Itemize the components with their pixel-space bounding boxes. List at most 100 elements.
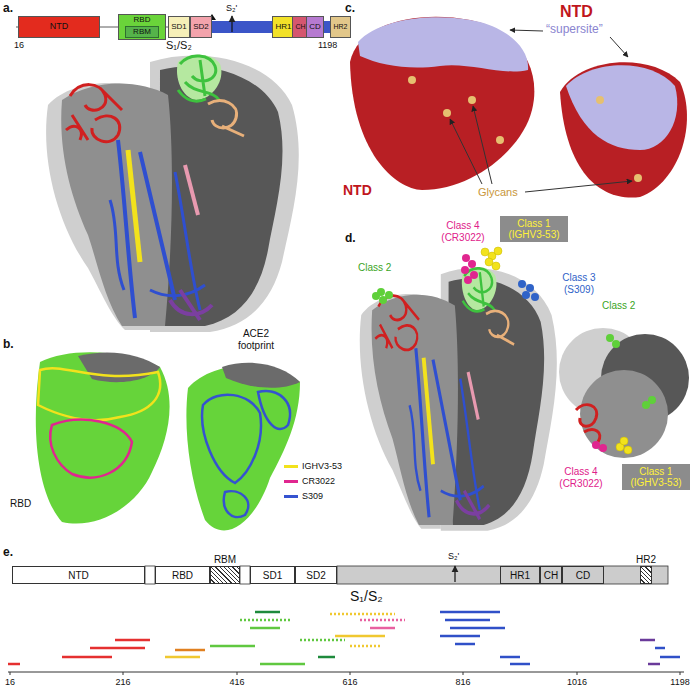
residue-axis (463, 672, 464, 675)
epitope-segments (62, 656, 112, 659)
epitope-segments (455, 643, 475, 646)
ntd-surface (566, 65, 677, 150)
spike-top-view (592, 441, 607, 452)
epitope-spheres (522, 291, 530, 299)
rbd-surface (224, 491, 248, 517)
node-label: CD (309, 23, 321, 32)
domain-bar-backbone (145, 566, 668, 584)
epitope-spheres (372, 288, 393, 304)
class-label: Class 2 (602, 300, 635, 312)
class-label: Class 4 (CR3022) (436, 220, 490, 243)
node-label: SD1 (263, 570, 282, 581)
ntd-surface (350, 17, 534, 190)
epitope-segments (255, 611, 280, 614)
spike-top-view (624, 446, 632, 454)
epitope-spheres (461, 254, 478, 284)
domain-box: HR2 (330, 16, 351, 38)
epitope-segments (90, 647, 145, 650)
rbd-surface (36, 352, 170, 523)
domain-box: RBM (125, 26, 159, 38)
legend-label: CR3022 (302, 477, 335, 487)
epitope-spheres (464, 276, 472, 284)
epitope-spheres (468, 260, 476, 268)
epitope-segments (335, 635, 385, 638)
node-label: NTD (50, 22, 69, 32)
epitope-segments (440, 611, 500, 614)
spike-top-view (616, 437, 632, 454)
leader-arrow (525, 181, 632, 192)
epitope-segments (440, 635, 480, 638)
epitope-segments (260, 663, 305, 666)
epitope-spheres (461, 266, 469, 274)
domain-box: SD2 (295, 566, 337, 584)
epitope-spheres (492, 262, 500, 270)
legend-label: S309 (302, 492, 323, 502)
domain-bar-backbone (240, 566, 250, 584)
axis-tick-label: 616 (342, 677, 357, 687)
node-label: HR2 (333, 23, 347, 31)
spike-top-view (580, 370, 668, 458)
residue-axis (8, 672, 684, 673)
residue-axis (350, 672, 351, 675)
ntd-surface (560, 62, 687, 197)
antibody-class-box: Class 1 (IGHV3-53) (500, 216, 568, 242)
legend-label: IGHV3-53 (302, 462, 342, 472)
region-label: NTD (560, 3, 593, 21)
residue-axis (237, 672, 238, 675)
panel-letter: b. (3, 338, 14, 352)
domain-box: RBD (155, 566, 210, 584)
spike-top-view (576, 405, 600, 442)
node-label: Class 1 (IGHV3-53) (502, 218, 566, 240)
node-label: RBD (134, 16, 151, 25)
residue-axis (123, 672, 124, 675)
node-label: NTD (68, 570, 89, 581)
cleavage-site: S₁/S₂ (166, 39, 192, 52)
epitope-segments (655, 647, 665, 650)
epitope-segments (8, 612, 680, 664)
residue-number: 16 (14, 40, 24, 50)
glycan (408, 76, 642, 182)
epitope-segments (8, 663, 20, 666)
epitope-segments (175, 649, 205, 652)
ntd-surface (350, 17, 687, 198)
domain-box: SD1 (250, 566, 295, 584)
axis-tick-label: 1016 (567, 677, 587, 687)
epitope-segments (210, 645, 255, 648)
epitope-segments (660, 656, 680, 659)
node-label: SD2 (193, 23, 209, 32)
epitope-spheres (481, 248, 489, 256)
domain-box: CH (540, 566, 562, 584)
legend-swatch (284, 480, 298, 483)
spike-structure (46, 55, 299, 332)
domain-bar-backbone (212, 21, 272, 33)
spike-top-view (606, 334, 656, 409)
epitope-segments (500, 656, 520, 659)
glycan (496, 136, 504, 144)
cleavage-site: S₁/S₂ (350, 588, 383, 604)
domain-box: CD (306, 16, 324, 38)
node-label: RBD (172, 570, 193, 581)
rbd-surface (38, 368, 160, 420)
glycan (596, 96, 604, 104)
legend-item: IGHV3-53 (284, 462, 342, 472)
domain-bar-backbone (231, 16, 232, 32)
axis-tick-label: 416 (229, 677, 244, 687)
region-label: RBD (10, 498, 31, 510)
legend-item: CR3022 (284, 477, 335, 487)
domain-box: RBM (210, 566, 240, 584)
node-label: CH (295, 23, 305, 31)
node-label: CH (544, 570, 558, 581)
class-label: Class 4 (CR3022) (553, 466, 609, 489)
axis-tick-label: 1198 (670, 677, 689, 687)
class-label: Class 2 (358, 262, 391, 274)
epitope-segments (318, 656, 335, 659)
ntd-surface (358, 17, 528, 71)
epitope-segments (165, 656, 200, 659)
node-label: RBM (214, 554, 236, 565)
epitope-spheres (372, 247, 539, 304)
leader-arrow (450, 119, 482, 184)
domain-box: SD2 (190, 16, 212, 38)
panel-letter: a. (3, 2, 13, 16)
axis-tick-label: 816 (455, 677, 470, 687)
